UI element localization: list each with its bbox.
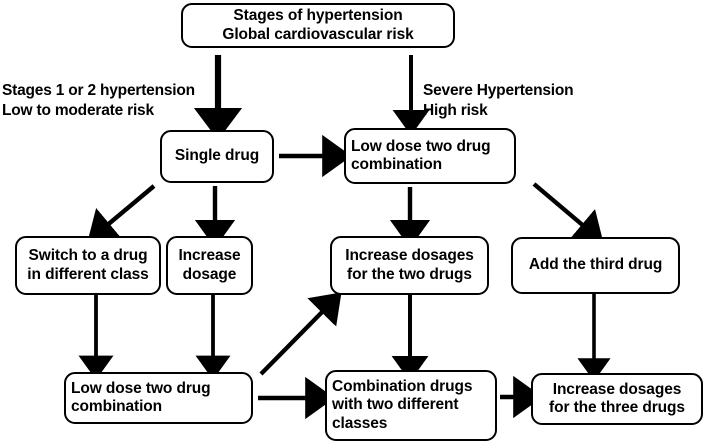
annotation-right-text: Severe Hypertension High risk (423, 82, 574, 119)
annotation-stages-1-or-2-low-moderate-risk: Stages 1 or 2 hypertension Low to modera… (2, 62, 217, 120)
annotation-severe-hypertension-high-risk: Severe Hypertension High risk (423, 62, 653, 120)
arrow-low-dose-to-add-third-drug (532, 182, 604, 243)
node-stages-of-hypertension[interactable]: Stages of hypertension Global cardiovasc… (181, 3, 455, 48)
arrow-single-drug-to-switch-class (87, 184, 156, 242)
node-increase-dosages-three-drugs[interactable]: Increase dosages for the three drugs (531, 373, 703, 425)
node-combination-drugs-two-classes[interactable]: Combination drugs with two different cla… (325, 370, 497, 441)
node-low-dose-two-drug-combination[interactable]: Low dose two drug combination (344, 128, 516, 184)
node-single-drug[interactable]: Single drug (160, 130, 274, 183)
node-low-dose-two-drug-combination-bottom[interactable]: Low dose two drug combination (64, 372, 253, 424)
node-label-low-dose-two-drug-combination: Low dose two drug combination (351, 137, 491, 173)
node-label-combination-drugs-two-classes: Combination drugs with two different cla… (332, 378, 473, 432)
node-label-increase-dosages-three-drugs: Increase dosages for the three drugs (549, 380, 685, 416)
node-label-switch-to-different-class: Switch to a drug in different class (27, 247, 149, 283)
annotation-left-text: Stages 1 or 2 hypertension Low to modera… (2, 82, 195, 119)
node-label-root: Stages of hypertension Global cardiovasc… (222, 7, 414, 43)
node-switch-to-different-class[interactable]: Switch to a drug in different class (15, 236, 161, 295)
node-label-increase-dosage: Increase dosage (178, 247, 241, 283)
node-label-add-the-third-drug: Add the third drug (528, 256, 663, 274)
node-increase-dosages-two-drugs[interactable]: Increase dosages for the two drugs (330, 236, 489, 295)
node-label-increase-dosages-two-drugs: Increase dosages for the two drugs (345, 247, 474, 283)
node-add-the-third-drug[interactable]: Add the third drug (511, 237, 680, 294)
node-label-low-dose-two-drug-combination-bottom: Low dose two drug combination (71, 379, 211, 415)
node-increase-dosage[interactable]: Increase dosage (166, 236, 253, 295)
arrow-low-dose-two-drug-to-increase-two-drugs (259, 292, 342, 376)
node-label-single-drug: Single drug (174, 147, 260, 165)
